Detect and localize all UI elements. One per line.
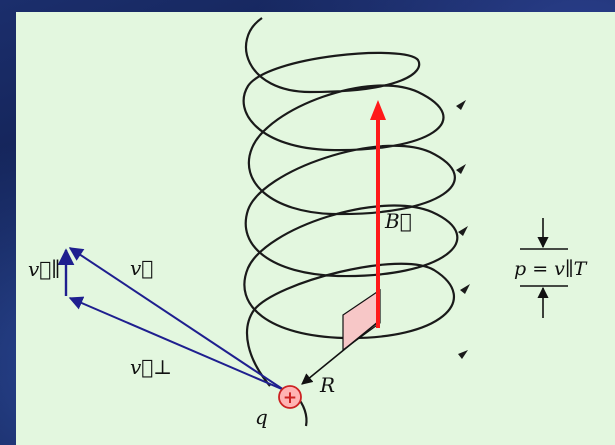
- helix-path: [242, 17, 459, 387]
- helix-arrowhead: [460, 284, 470, 294]
- label-R: R: [319, 373, 335, 397]
- magnetic-field-arrowhead: [370, 100, 386, 120]
- label-pitch: p = v∥T: [514, 258, 588, 280]
- plane-square: [342, 288, 381, 352]
- label-v-perp: v⃗⊥: [130, 355, 172, 379]
- helix-arrowhead: [458, 350, 468, 359]
- charge-circle: [278, 385, 302, 409]
- v-perp-arrow: [68, 296, 285, 391]
- helix-arrowhead: [456, 100, 466, 110]
- label-v: v⃗: [130, 256, 153, 280]
- charge-sign: +: [283, 388, 297, 408]
- radius-arrow: [301, 321, 379, 385]
- label-B: B⃗: [384, 209, 412, 233]
- helix-arrowhead: [456, 164, 466, 174]
- label-q: q: [255, 405, 268, 429]
- helix-arrowhead: [458, 226, 468, 236]
- v-arrow: [68, 247, 285, 391]
- label-v-parallel: v⃗∥: [28, 257, 61, 281]
